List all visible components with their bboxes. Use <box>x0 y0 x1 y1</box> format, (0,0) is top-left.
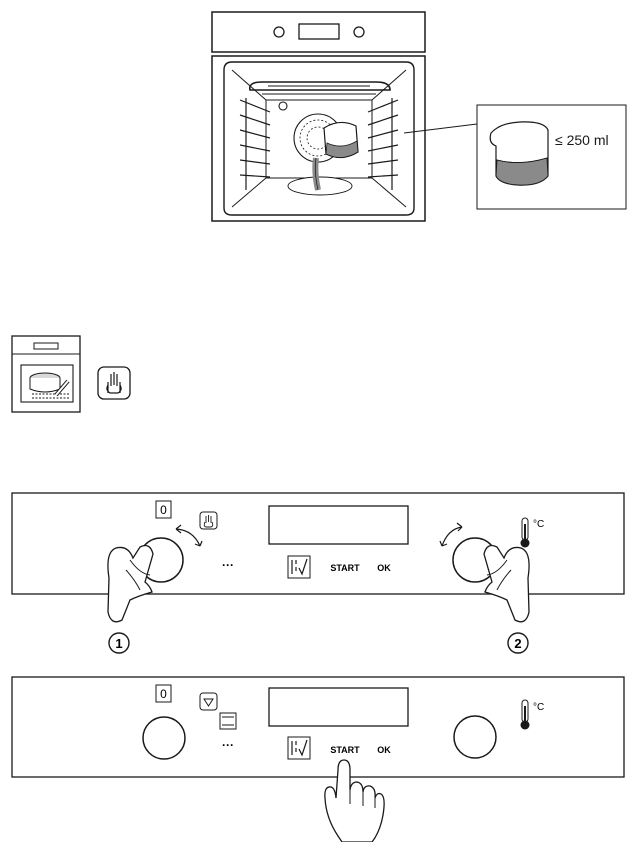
panel-2-display <box>268 687 409 727</box>
panel-1-temp-unit: °C <box>533 519 544 530</box>
control-panel-2: 0 ··· START OK °C <box>11 676 625 842</box>
thermometer-icon <box>520 517 530 548</box>
oven-lamp <box>278 101 288 111</box>
measuring-jug-pouring <box>312 121 359 191</box>
step-2-badge <box>507 632 529 654</box>
heat-mode-icon <box>219 712 237 730</box>
steam-symbol-icon <box>97 366 131 400</box>
panel-2-right-knob[interactable] <box>453 715 497 759</box>
right-shelf-rails <box>367 98 399 190</box>
steam-function-figure <box>11 335 131 413</box>
panel-1-start-button[interactable]: START <box>330 563 360 573</box>
steam-mode-icon <box>199 511 218 530</box>
panel-1-dots: ··· <box>222 558 234 572</box>
pointing-hand <box>324 759 385 842</box>
panel-2-dots: ··· <box>222 738 234 752</box>
panel-1-display <box>268 505 409 545</box>
step-1-label: 1 <box>115 636 122 651</box>
oven-figure: ≤ 250 ml <box>211 11 627 222</box>
control-panel-1: 0 ··· START OK <box>11 492 625 654</box>
oven-display <box>298 23 340 40</box>
panel-1-zero-label: 0 <box>160 503 167 517</box>
panel-2-zero-label: 0 <box>160 687 167 701</box>
rotate-arrow-right <box>441 526 463 547</box>
volume-label: ≤ 250 ml <box>555 132 609 148</box>
step-2-label: 2 <box>514 636 521 651</box>
panel-2-thermometer-icon <box>520 699 530 730</box>
left-shelf-rails <box>239 98 271 190</box>
right-hand <box>483 544 530 623</box>
measuring-jug-icon <box>489 121 549 186</box>
panel-2-ok-button[interactable]: OK <box>377 745 391 755</box>
heating-element <box>248 81 391 91</box>
left-hand <box>107 544 154 623</box>
oven-knob-left <box>273 26 285 38</box>
rotate-arrow-left <box>175 528 201 547</box>
oven-knob-right <box>353 26 365 38</box>
panel-2-left-knob[interactable] <box>142 716 186 760</box>
panel-1-ok-button[interactable]: OK <box>377 563 391 573</box>
callout-line <box>403 123 478 134</box>
panel-2-check-icon[interactable] <box>287 736 311 760</box>
panel-2-start-button[interactable]: START <box>330 745 360 755</box>
check-icon[interactable] <box>287 555 311 579</box>
panel-2-temp-unit: °C <box>533 702 544 713</box>
step-1-badge <box>108 632 130 654</box>
fan-mode-icon <box>199 692 218 711</box>
